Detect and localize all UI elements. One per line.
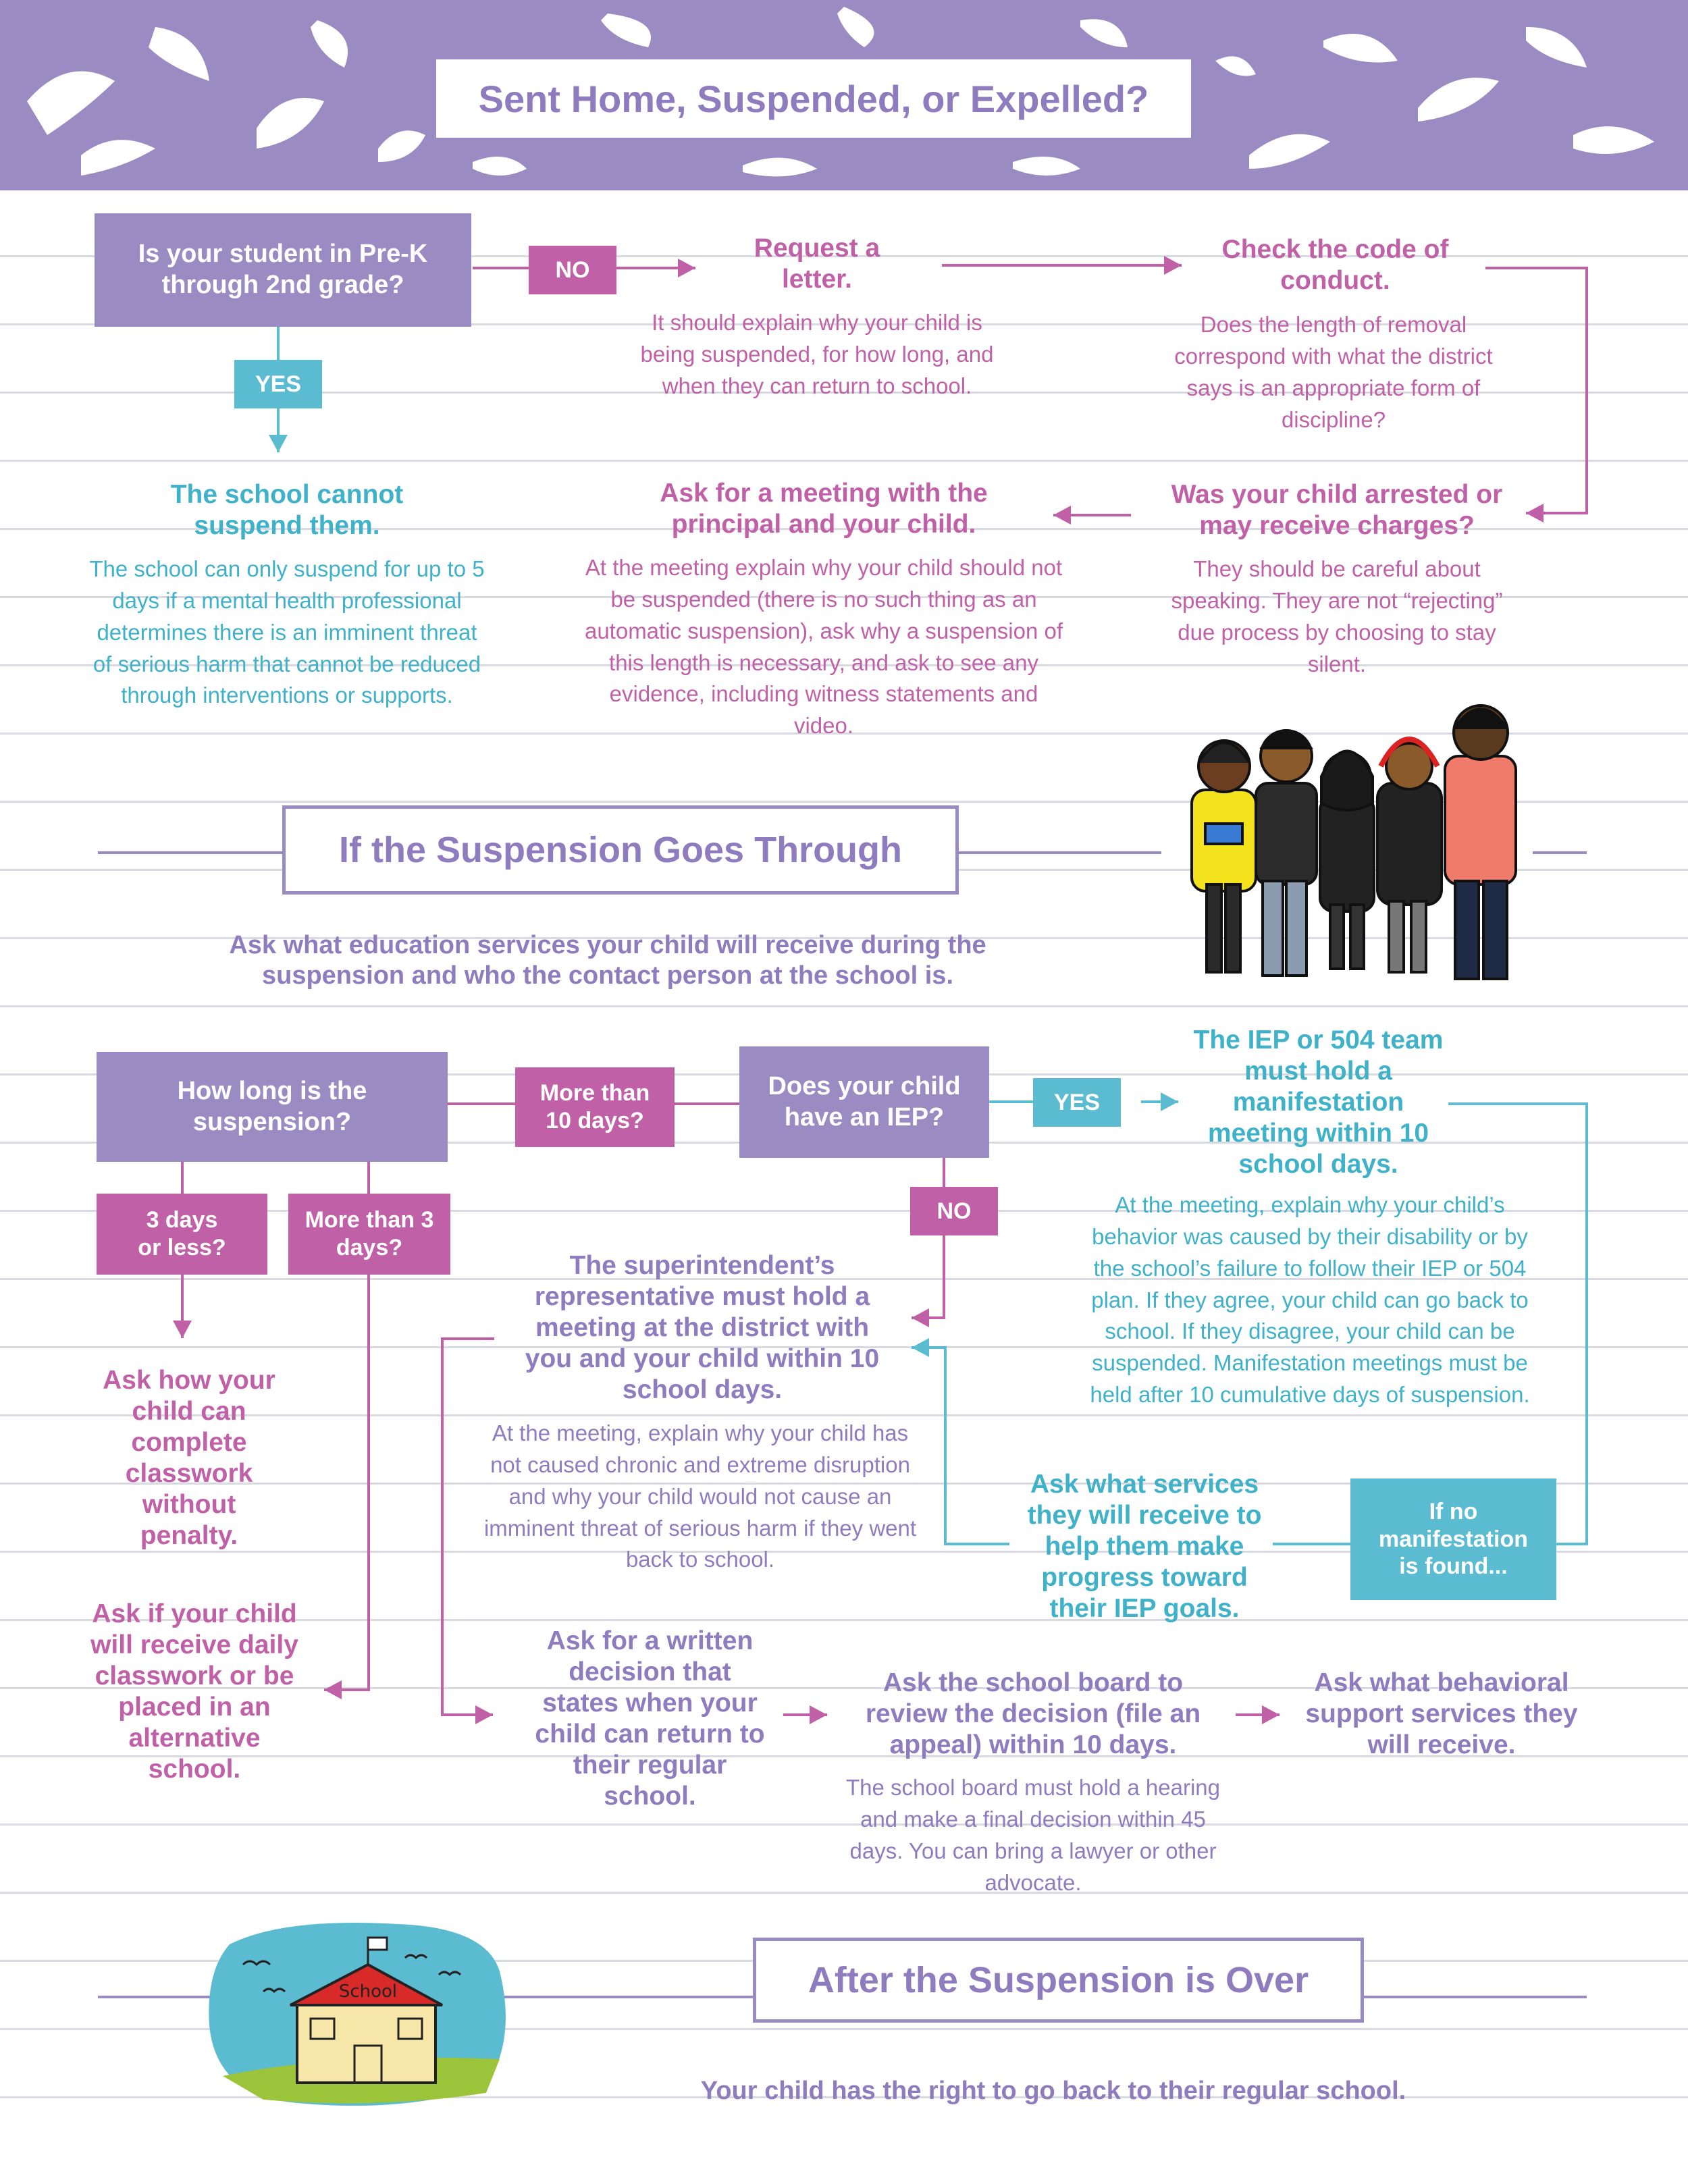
iep-no-label: NO [910,1187,998,1235]
more-than-ten-label: More than 10 days? [515,1067,675,1147]
school-sign: School [339,1981,397,2002]
school-board-body: The school board must hold a hearing and… [845,1775,1220,1895]
code-of-conduct-body: Does the length of removal correspond wi… [1174,312,1493,432]
suspension-goes-through-heading: If the Suspension Goes Through [282,805,959,895]
no-manifestation-box: If no manifestation is found... [1350,1479,1556,1600]
how-long-box: How long is the suspension? [97,1052,448,1162]
arrested-body: They should be careful about speaking. T… [1171,556,1503,676]
no-label: NO [529,246,616,294]
iep-yes-label: YES [1033,1078,1121,1127]
complete-classwork-text: Ask how your child can complete classwor… [103,1366,275,1551]
page-title: Sent Home, Suspended, or Expelled? [432,55,1195,142]
superintendent-body: At the meeting, explain why your child h… [483,1420,917,1572]
cannot-suspend-body: The school can only suspend for up to 5 … [89,556,485,708]
ruled-background [0,189,1688,2147]
after-suspension-body: Your child has the right to go back to t… [700,2077,1406,2105]
more-than-three-label: More than 3 days? [288,1194,450,1275]
cannot-suspend-heading: The school cannot suspend them. [170,480,404,541]
daily-classwork-text: Ask if your child will receive daily cla… [90,1599,298,1784]
after-suspension-heading: After the Suspension is Over [753,1938,1364,2023]
pre-k-question-box: Is your student in Pre-K through 2nd gra… [95,213,471,327]
school-illustration: School [209,1923,506,2106]
superintendent-heading: The superintendent’s representative must… [525,1251,880,1405]
code-of-conduct-heading: Check the code of conduct. [1221,235,1449,296]
school-board-heading: Ask the school board to review the decis… [865,1668,1201,1760]
meeting-principal-heading: Ask for a meeting with the principal and… [660,479,988,539]
manifestation-heading: The IEP or 504 team must hold a manifest… [1193,1026,1444,1179]
services-iep-text: Ask what services they will receive to h… [1027,1470,1262,1624]
banner-pattern [27,7,1654,177]
yes-label: YES [234,360,322,408]
three-days-label: 3 days or less? [97,1194,267,1275]
have-iep-box: Does your child have an IEP? [739,1046,989,1158]
meeting-principal-body: At the meeting explain why your child sh… [584,555,1063,739]
education-services-intro: Ask what education services your child w… [229,931,986,990]
students-illustration [1190,704,1517,980]
manifestation-body: At the meeting, explain why your child’s… [1090,1192,1530,1408]
written-decision-text: Ask for a written decision that states w… [535,1626,765,1811]
behavioral-support-text: Ask what behavioral support services the… [1305,1668,1578,1760]
request-letter-heading: Request a letter. [754,234,880,294]
request-letter-body: It should explain why your child is bein… [640,310,994,398]
arrested-heading: Was your child arrested or may receive c… [1171,480,1503,541]
header-banner: Sent Home, Suspended, or Expelled? [0,0,1688,190]
